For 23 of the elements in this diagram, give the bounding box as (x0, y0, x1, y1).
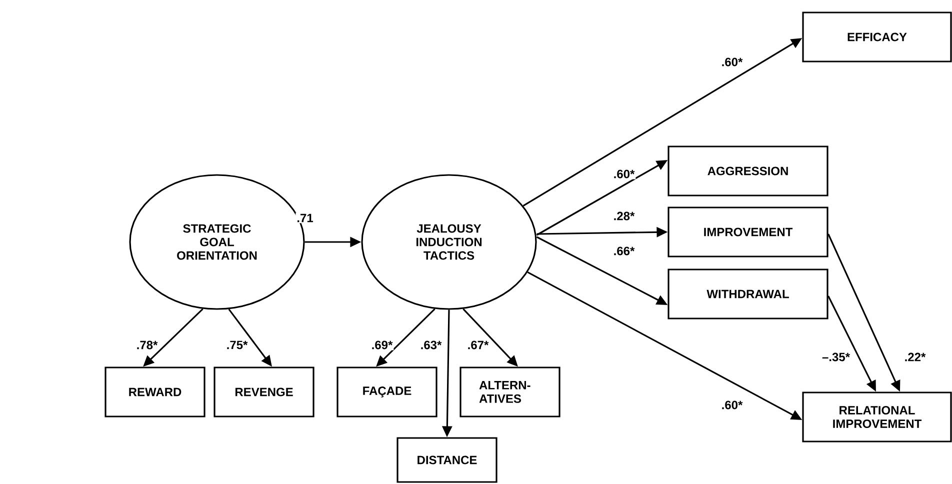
variable-box: FAÇADE (336, 366, 438, 418)
edge-label: .66* (612, 246, 636, 256)
variable-box: DISTANCE (396, 437, 498, 483)
edge-label: .78* (135, 340, 159, 350)
variable-box: REVENGE (214, 366, 314, 418)
edge-label: .60* (720, 400, 744, 410)
edge-label: .60* (612, 168, 636, 180)
variable-box: AGGRESSION (668, 146, 828, 196)
edge-label: .22* (903, 352, 927, 362)
edge-label: .71 (296, 212, 314, 224)
variable-box: IMPROVEMENT (668, 206, 828, 258)
variable-box: ALTERN- ATIVES (460, 366, 560, 418)
edge-label: .63* (419, 340, 443, 350)
edge-label: .69* (370, 340, 394, 350)
variable-box: WITHDRAWAL (668, 268, 828, 320)
variable-box: RELATIONAL IMPROVEMENT (802, 392, 952, 442)
edge-label: .60* (720, 56, 744, 68)
variable-box: EFFICACY (802, 12, 952, 62)
edge-label: .67* (466, 340, 490, 350)
edge-label: –.35* (821, 352, 852, 362)
edge-label: .75* (225, 340, 249, 350)
edge-label: .28* (612, 210, 636, 222)
variable-box: REWARD (104, 366, 206, 418)
